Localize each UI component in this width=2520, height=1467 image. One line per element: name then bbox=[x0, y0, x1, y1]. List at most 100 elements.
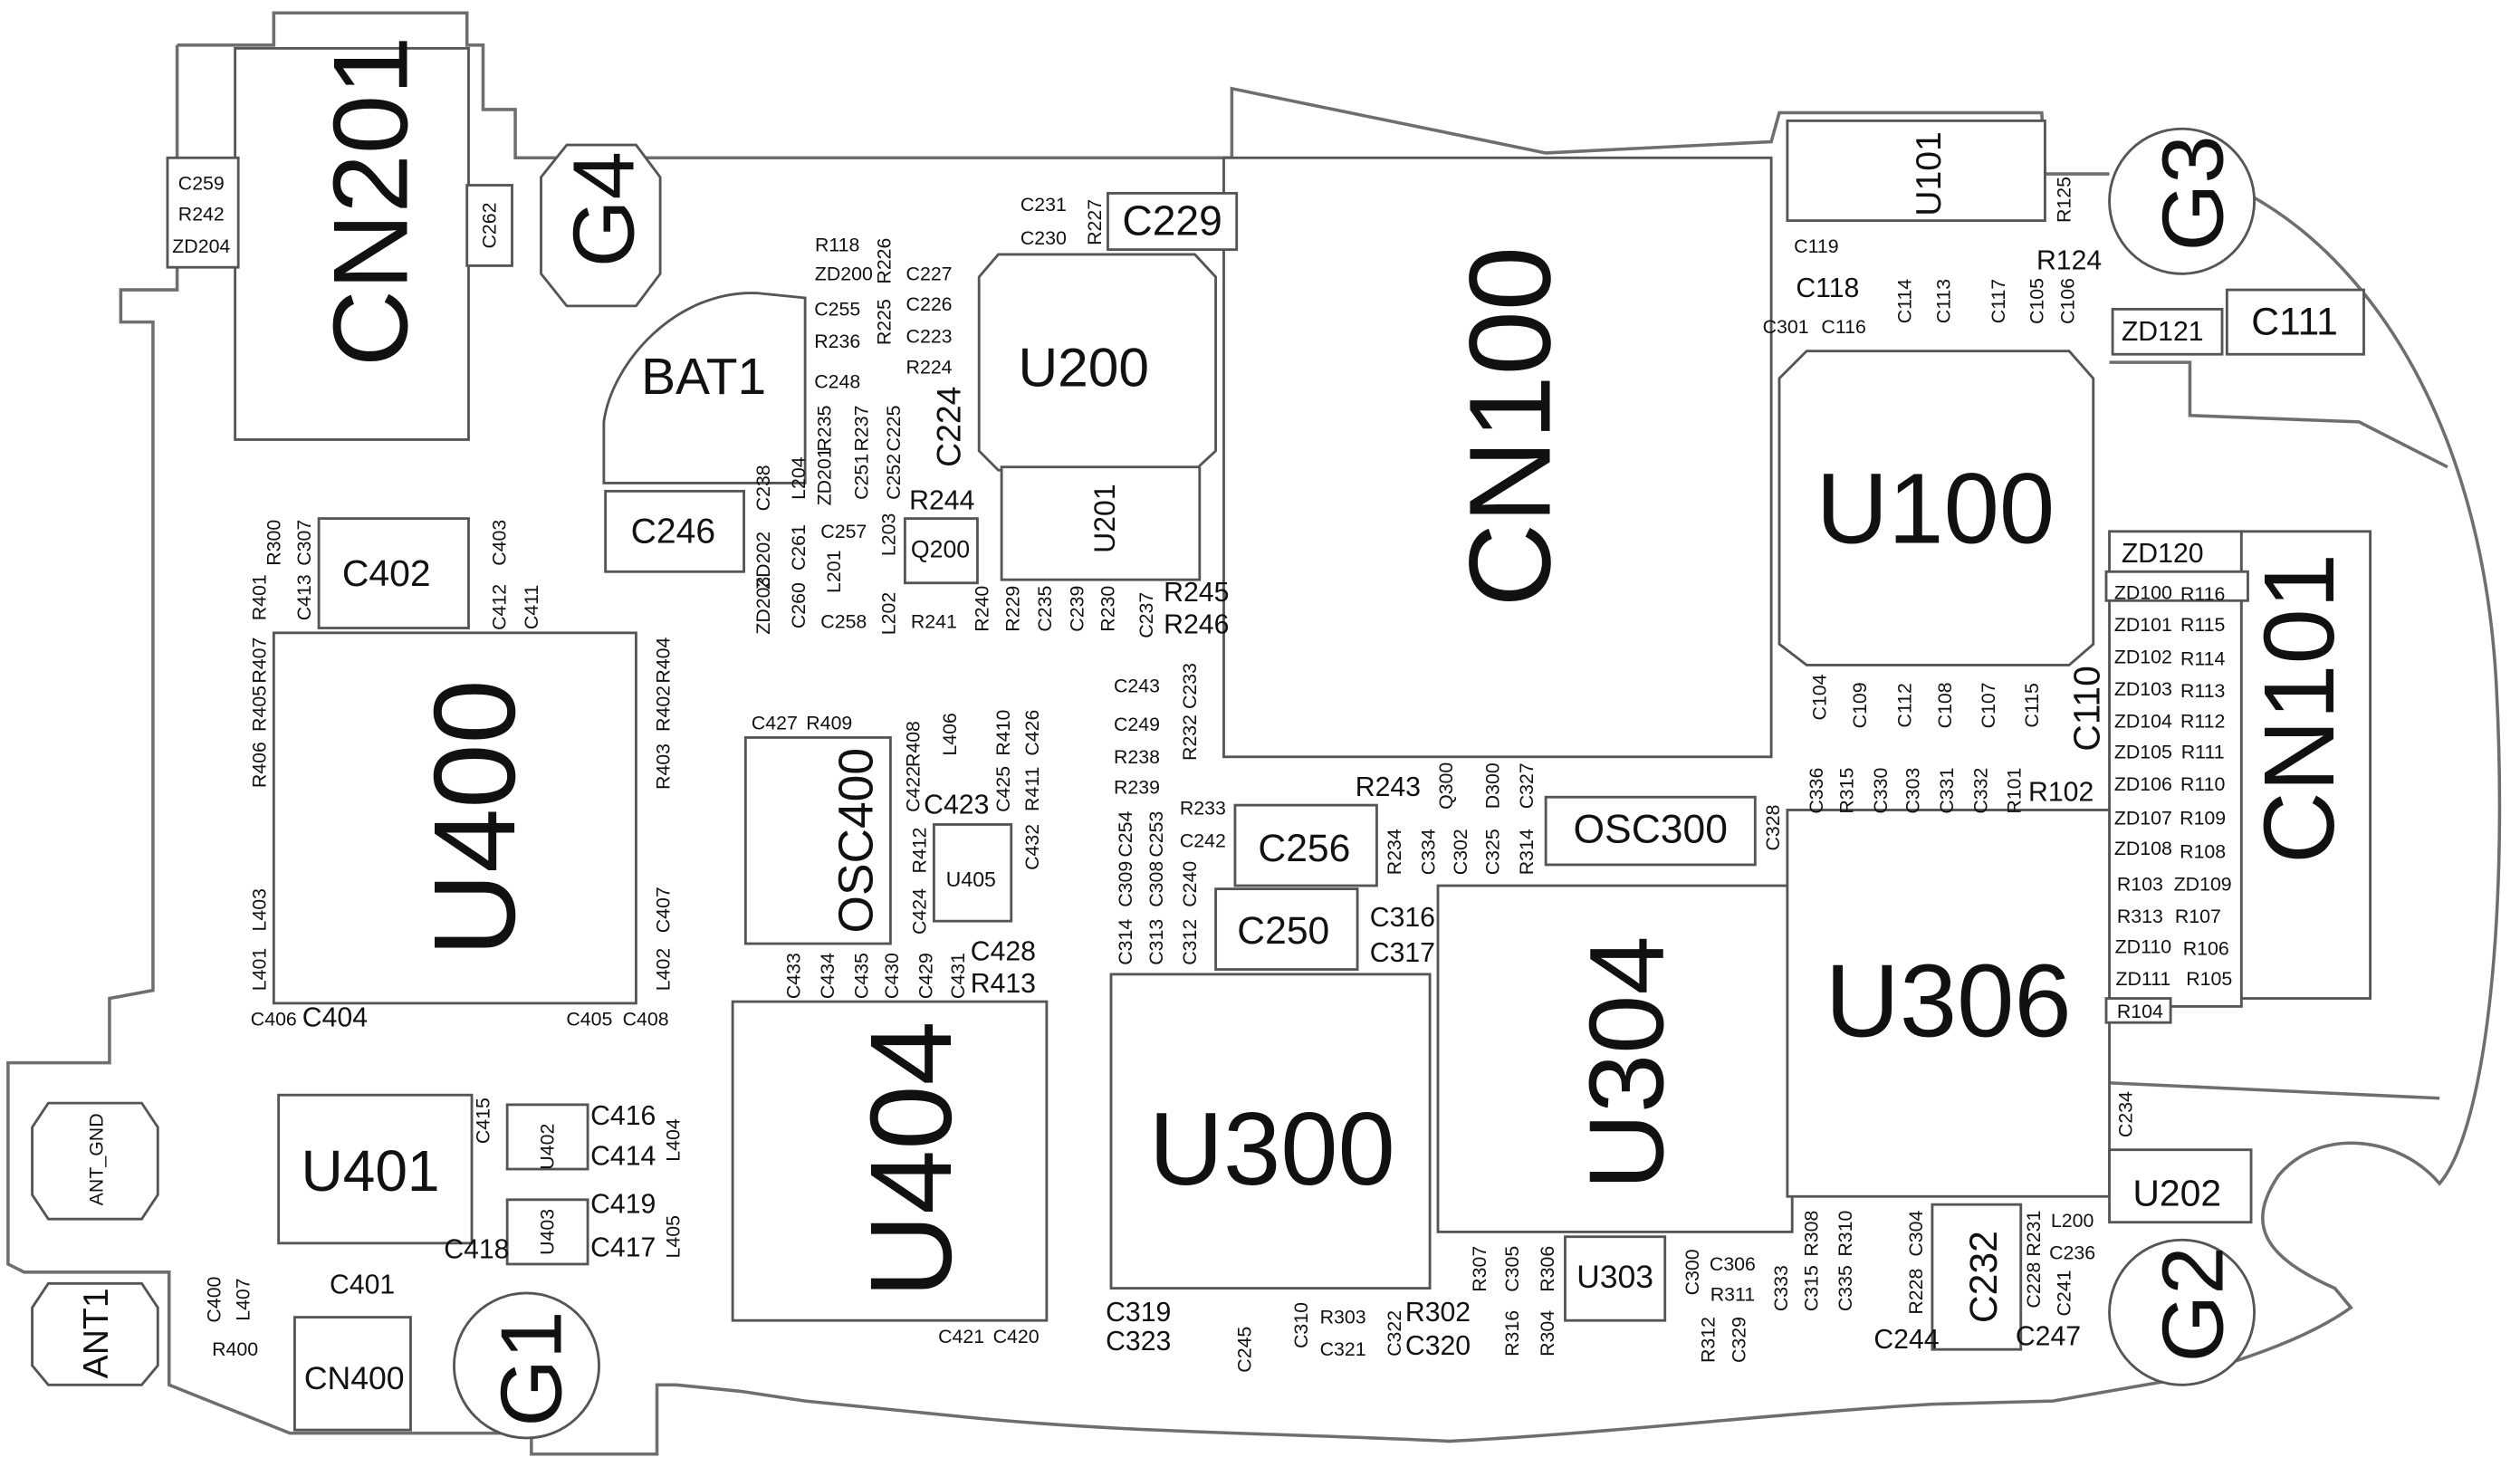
component-label-r101: R101 bbox=[2004, 768, 2026, 814]
component-label-r406: R406 bbox=[248, 742, 270, 788]
component-label-c224: C224 bbox=[929, 387, 967, 467]
component-label-r400: R400 bbox=[212, 1338, 258, 1360]
component-label-l202: L202 bbox=[878, 592, 900, 635]
component-label-r118: R118 bbox=[815, 234, 859, 255]
component-label-u101: U101 bbox=[1910, 131, 1949, 216]
component-label-u201: U201 bbox=[1088, 484, 1121, 553]
component-label-c112: C112 bbox=[1894, 683, 1916, 727]
component-label-r231: R231 bbox=[2023, 1211, 2045, 1257]
component-label-c402: C402 bbox=[342, 552, 431, 594]
component-label-q200: Q200 bbox=[911, 535, 970, 562]
component-label-u401: U401 bbox=[302, 1138, 440, 1203]
component-label-c252: C252 bbox=[883, 454, 905, 500]
component-label-r407: R407 bbox=[248, 638, 270, 684]
component-label-c431: C431 bbox=[947, 953, 969, 999]
component-label-c412: C412 bbox=[488, 584, 510, 630]
component-label-r314: R314 bbox=[1516, 829, 1538, 875]
component-label-l403: L403 bbox=[248, 888, 270, 931]
component-label-c232: C232 bbox=[1962, 1231, 2006, 1323]
component-label-zd103: ZD103 bbox=[2114, 678, 2172, 700]
component-label-r110: R110 bbox=[2180, 773, 2226, 795]
component-label-c421: C421 bbox=[938, 1326, 984, 1347]
component-label-c434: C434 bbox=[817, 953, 838, 999]
component-label-ant1: ANT1 bbox=[77, 1288, 116, 1378]
component-label-l404: L404 bbox=[662, 1118, 684, 1162]
component-label-g2: G2 bbox=[2145, 1246, 2242, 1362]
component-label-r239: R239 bbox=[1114, 777, 1160, 799]
component-label-q300: Q300 bbox=[1435, 762, 1457, 810]
component-label-r125: R125 bbox=[2054, 177, 2075, 223]
component-label-c239: C239 bbox=[1067, 586, 1088, 632]
component-label-r235: R235 bbox=[813, 406, 835, 452]
component-label-c328: C328 bbox=[1762, 805, 1784, 851]
component-label-c240: C240 bbox=[1179, 861, 1201, 907]
component-label-c432: C432 bbox=[1021, 824, 1043, 870]
component-label-r304: R304 bbox=[1537, 1310, 1558, 1357]
component-label-zd105: ZD105 bbox=[2114, 741, 2172, 762]
component-label-r310: R310 bbox=[1835, 1211, 1856, 1257]
component-label-r413: R413 bbox=[971, 969, 1036, 999]
component-label-c115: C115 bbox=[2021, 683, 2043, 727]
component-label-r224: R224 bbox=[906, 356, 953, 378]
component-label-l402: L402 bbox=[653, 948, 675, 991]
component-label-c307: C307 bbox=[293, 520, 315, 566]
component-label-l204: L204 bbox=[788, 456, 810, 500]
component-label-c303: C303 bbox=[1902, 768, 1924, 814]
component-label-c230: C230 bbox=[1020, 227, 1067, 249]
component-label-c258: C258 bbox=[820, 610, 867, 632]
component-label-c317: C317 bbox=[1370, 938, 1435, 968]
component-label-c108: C108 bbox=[1934, 682, 1956, 728]
component-label-c429: C429 bbox=[915, 953, 937, 999]
component-label-c414: C414 bbox=[590, 1141, 656, 1171]
component-label-c329: C329 bbox=[1729, 1317, 1750, 1363]
component-label-r242: R242 bbox=[178, 204, 225, 225]
component-label-r109: R109 bbox=[2180, 807, 2226, 829]
component-label-r316: R316 bbox=[1501, 1310, 1523, 1357]
component-label-l407: L407 bbox=[233, 1278, 254, 1320]
component-label-u404: U404 bbox=[847, 1021, 976, 1298]
component-label-l201: L201 bbox=[823, 551, 845, 593]
component-label-c302: C302 bbox=[1450, 829, 1471, 875]
component-label-l406: L406 bbox=[939, 713, 961, 755]
component-label-zd111: ZD111 bbox=[2115, 968, 2170, 990]
component-label-c106: C106 bbox=[2056, 278, 2078, 324]
component-label-c119: C119 bbox=[1794, 235, 1838, 257]
component-label-zd201: ZD201 bbox=[813, 447, 835, 505]
component-label-r404: R404 bbox=[653, 637, 675, 683]
component-label-osc400: OSC400 bbox=[830, 748, 884, 934]
component-label-cn100: CN100 bbox=[1446, 246, 1576, 607]
component-label-c249: C249 bbox=[1114, 714, 1160, 735]
component-label-r233: R233 bbox=[1180, 798, 1226, 820]
component-label-u200: U200 bbox=[1019, 336, 1150, 398]
component-label-r313: R313 bbox=[2117, 906, 2163, 927]
component-label-c109: C109 bbox=[1849, 682, 1871, 728]
component-label-zd108: ZD108 bbox=[2114, 838, 2172, 859]
component-label-c406: C406 bbox=[251, 1009, 297, 1031]
component-label-u306: U306 bbox=[1825, 944, 2072, 1060]
component-label-r403: R403 bbox=[653, 743, 675, 790]
component-label-c327: C327 bbox=[1516, 762, 1538, 809]
component-label-c418: C418 bbox=[444, 1234, 509, 1264]
component-label-u300: U300 bbox=[1149, 1092, 1395, 1207]
component-label-r107: R107 bbox=[2175, 906, 2221, 927]
component-label-c225: C225 bbox=[883, 406, 905, 452]
component-label-c305: C305 bbox=[1501, 1246, 1523, 1292]
component-label-c309: C309 bbox=[1115, 861, 1136, 907]
component-label-r106: R106 bbox=[2183, 937, 2229, 959]
component-label-g4: G4 bbox=[555, 151, 652, 267]
component-label-c253: C253 bbox=[1145, 811, 1167, 858]
component-label-r246: R246 bbox=[1164, 609, 1229, 639]
component-label-c433: C433 bbox=[783, 953, 805, 999]
component-label-c419: C419 bbox=[590, 1190, 656, 1220]
component-label-cn201: CN201 bbox=[311, 36, 430, 367]
component-label-c304: C304 bbox=[1905, 1211, 1927, 1257]
component-label-l203: L203 bbox=[878, 513, 900, 556]
component-label-r315: R315 bbox=[1836, 768, 1858, 814]
component-label-c104: C104 bbox=[1808, 674, 1830, 720]
component-label-c422: C422 bbox=[902, 766, 924, 812]
component-label-r312: R312 bbox=[1698, 1317, 1720, 1363]
component-label-c331: C331 bbox=[1936, 768, 1958, 814]
component-label-c316: C316 bbox=[1370, 903, 1435, 933]
component-label-zd102: ZD102 bbox=[2114, 647, 2172, 668]
